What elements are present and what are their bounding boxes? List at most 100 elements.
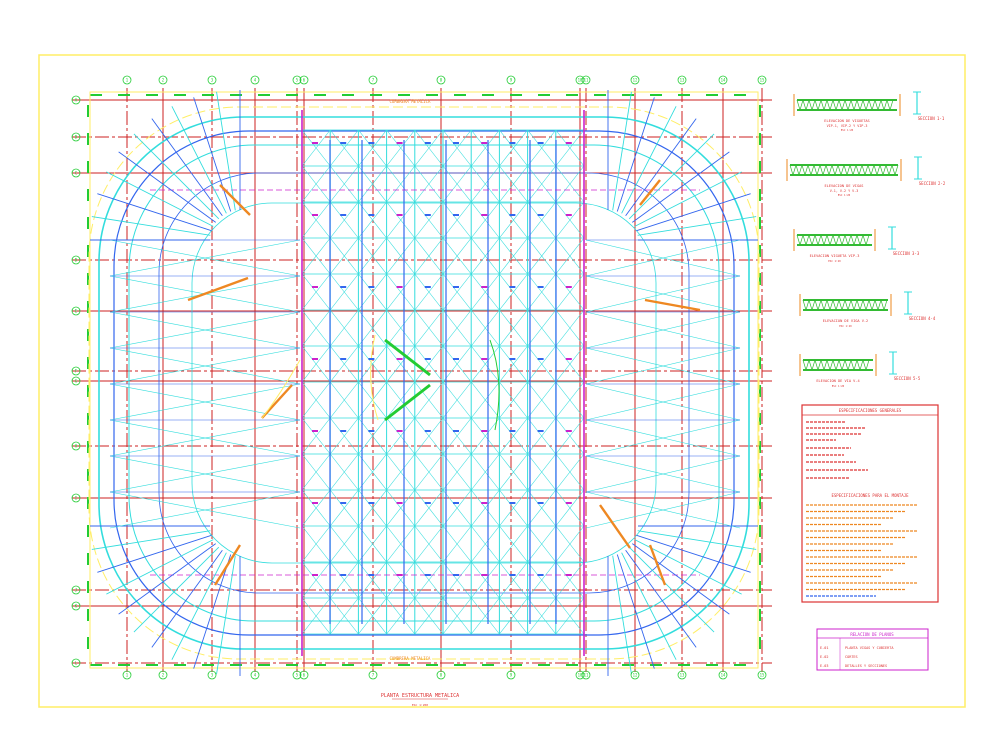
truss-diagonal	[329, 453, 359, 491]
grid-bubble-label: 8	[440, 78, 443, 83]
member-tag	[509, 214, 516, 216]
detail-web	[805, 234, 810, 246]
detail-elevation-subtitle: VIP-1, VIP-2 Y VIP-3	[827, 124, 868, 128]
truss-diagonal	[442, 381, 472, 419]
lantern-outline	[489, 339, 500, 431]
detail-web	[876, 164, 881, 176]
truss-diagonal	[555, 237, 585, 275]
truss-diagonal	[499, 489, 528, 527]
member-tag	[481, 502, 488, 504]
truss-diagonal	[414, 453, 444, 491]
truss-diagonal	[329, 129, 359, 167]
member-tag	[509, 502, 516, 504]
detail-web	[807, 164, 812, 176]
grid-bubble-label: 7	[372, 78, 375, 83]
grid-bubble	[207, 670, 217, 680]
grid-bubble-label: I	[75, 496, 78, 501]
detail-web	[835, 299, 840, 311]
detail-web	[805, 359, 810, 371]
plan-scale: ESC 1:200	[412, 703, 428, 707]
truss-diagonal	[329, 597, 359, 635]
truss-diagonal	[329, 525, 359, 563]
truss-diagonal	[301, 237, 331, 275]
truss-diagonal	[585, 419, 741, 457]
grid-bubble	[292, 670, 302, 680]
grid-bubble	[71, 493, 81, 503]
grid-bubble	[292, 75, 302, 85]
detail-web	[862, 234, 867, 246]
truss-diagonal	[386, 201, 416, 239]
detail-web	[796, 234, 801, 246]
truss-diagonal	[470, 237, 500, 275]
grid-bubble-label: 11	[584, 78, 589, 83]
truss-diagonal	[442, 417, 472, 455]
section-title: SECCION 2-2	[919, 181, 946, 186]
grid-bubble	[71, 168, 81, 178]
member-tag	[565, 574, 572, 576]
detail-web	[862, 99, 867, 111]
detail-web	[853, 234, 858, 246]
bracing-member	[644, 298, 701, 312]
truss-diagonal	[527, 381, 557, 419]
truss-diagonal	[470, 561, 500, 599]
grid-bubble-label: E	[75, 309, 78, 314]
detail-web	[826, 299, 831, 311]
truss-diagonal	[555, 201, 585, 239]
detail-web	[814, 299, 819, 311]
member-tag	[565, 142, 572, 144]
truss-diagonal	[499, 309, 528, 347]
detail-web	[883, 99, 888, 111]
truss-diagonal	[414, 381, 444, 419]
member-tag	[396, 430, 403, 432]
detail-web	[835, 234, 840, 246]
legend-row-code: E-02	[820, 655, 828, 659]
detail-elevation-subtitle: V-1, V-2 Y V-3	[830, 189, 859, 193]
member-tag	[481, 142, 488, 144]
grid-bubble	[71, 255, 81, 265]
legend-row-desc: PLANTA VIGAS Y CUBIERTA	[845, 646, 894, 650]
grid-bubble	[71, 366, 81, 376]
detail-web	[808, 234, 813, 246]
member-tag	[424, 358, 431, 360]
member-tag	[565, 502, 572, 504]
detail-web	[808, 359, 813, 371]
detail-web	[891, 164, 896, 176]
section-title: SECCION 4-4	[909, 316, 936, 321]
section-title: SECCION 5-5	[894, 376, 921, 381]
grid-bubble-label: A	[75, 98, 78, 103]
truss-diagonal	[527, 201, 557, 239]
member-tag	[424, 286, 431, 288]
member-tag	[368, 142, 375, 144]
detail-web	[834, 164, 839, 176]
detail-web	[853, 359, 858, 371]
truss-diagonal	[442, 273, 472, 311]
truss-diagonal	[555, 129, 585, 167]
member-tag	[340, 142, 347, 144]
central-brace	[384, 383, 431, 422]
detail-web	[844, 99, 849, 111]
truss-diagonal	[386, 489, 416, 527]
grid-bubble	[250, 75, 260, 85]
grid-bubble	[575, 75, 585, 85]
radial-truss	[637, 216, 757, 236]
radial-truss	[133, 133, 220, 220]
detail-web	[832, 359, 837, 371]
truss-diagonal	[358, 525, 387, 563]
truss-diagonal	[414, 237, 444, 275]
truss-diagonal	[301, 381, 331, 419]
member-tag	[396, 142, 403, 144]
truss-diagonal	[414, 561, 444, 599]
truss-diagonal	[329, 237, 359, 275]
truss-diagonal	[301, 165, 331, 203]
member-tag	[509, 430, 516, 432]
detail-web	[826, 99, 831, 111]
grid-bubble	[368, 75, 378, 85]
truss-diagonal	[527, 597, 557, 635]
truss-diagonal	[442, 129, 472, 167]
truss-diagonal	[358, 561, 387, 599]
detail-web	[894, 164, 899, 176]
lantern-outline	[261, 359, 301, 419]
truss-diagonal	[386, 309, 416, 347]
truss-diagonal	[358, 453, 387, 491]
